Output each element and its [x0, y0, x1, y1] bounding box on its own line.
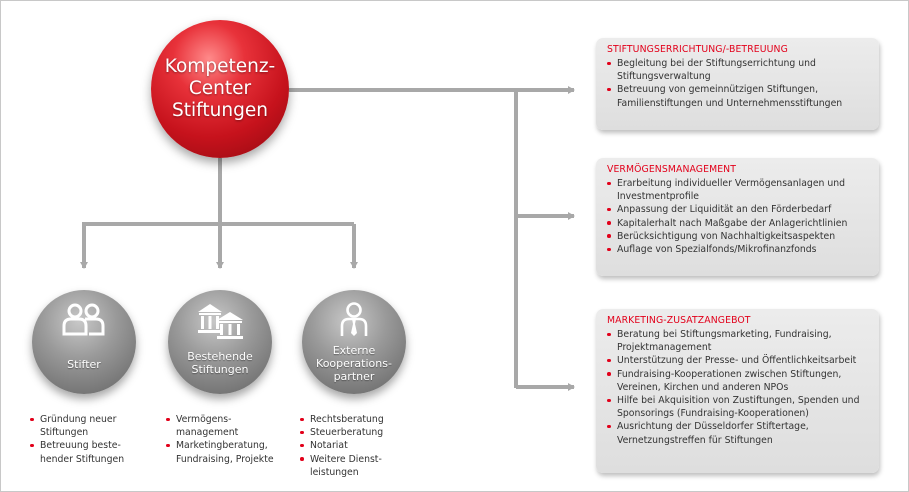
kompetenz-center-hub: Kompetenz- Center Stiftungen	[151, 20, 289, 158]
box-list: Begleitung bei der Stiftungserrichtung u…	[607, 57, 871, 110]
list-item: Anpassung der Liquidität an den Förderbe…	[607, 203, 871, 216]
box-title: MARKETING-ZUSATZANGEBOT	[607, 315, 751, 326]
box-title: STIFTUNGSERRICHTUNG/-BETREUUNG	[607, 44, 788, 55]
bestehende-stiftungen-list: Vermögens- management Marketingberatung,…	[166, 413, 278, 466]
buildings-icon	[168, 300, 272, 344]
list-item: Betreuung von gemeinnützigen Stiftungen,…	[607, 83, 871, 109]
list-item: Hilfe bei Akquisition von Zustiftungen, …	[607, 394, 871, 420]
hub-title: Kompetenz- Center Stiftungen	[165, 56, 275, 122]
stiftungserrichtung-box: STIFTUNGSERRICHTUNG/-BETREUUNG Begleitun…	[596, 38, 879, 130]
box-list: Beratung bei Stiftungsmarketing, Fundrai…	[607, 328, 871, 447]
list-item: Erarbeitung individueller Vermögensanlag…	[607, 177, 871, 203]
stifter-node: Stifter	[32, 290, 136, 394]
node-label: Kooperations-	[316, 357, 392, 370]
node-label: Stiftungen	[191, 363, 249, 376]
list-item: Auflage von Spezialfonds/Mikrofinanzfond…	[607, 243, 871, 256]
hub-title-line: Kompetenz-	[164, 56, 276, 77]
hub-title-line: Center	[188, 78, 252, 99]
list-item: Notariat	[300, 439, 400, 452]
node-label: partner	[333, 370, 375, 383]
node-label: Externe	[332, 344, 376, 357]
list-item: Beratung bei Stiftungsmarketing, Fundrai…	[607, 328, 871, 354]
list-item: Kapitalerhalt nach Maßgabe der Anlageric…	[607, 217, 871, 230]
marketing-zusatzangebot-box: MARKETING-ZUSATZANGEBOT Beratung bei Sti…	[596, 309, 879, 473]
vermoegensmanagement-box: VERMÖGENSMANAGEMENT Erarbeitung individu…	[596, 158, 879, 276]
list-item: Steuerberatung	[300, 426, 400, 439]
list-item: Rechtsberatung	[300, 413, 400, 426]
stifter-list: Gründung neuer Stiftungen Betreuung best…	[30, 413, 142, 466]
list-item: Fundraising-Kooperationen zwischen Stift…	[607, 368, 871, 394]
list-item: Betreuung beste- hender Stiftungen	[30, 439, 142, 465]
bestehende-stiftungen-node: Bestehende Stiftungen	[168, 290, 272, 394]
list-item: Marketingberatung, Fundraising, Projekte	[166, 439, 278, 465]
box-list: Erarbeitung individueller Vermögensanlag…	[607, 177, 871, 256]
box-title: VERMÖGENSMANAGEMENT	[607, 164, 737, 175]
list-item: Berücksichtigung von Nachhaltigkeitsaspe…	[607, 230, 871, 243]
list-item: Vermögens- management	[166, 413, 278, 439]
externe-partner-list: Rechtsberatung Steuerberatung Notariat W…	[300, 413, 400, 479]
externe-kooperationspartner-node: Externe Kooperations- partner	[302, 290, 406, 394]
list-item: Ausrichtung der Düsseldorfer Stiftertage…	[607, 420, 871, 446]
list-item: Gründung neuer Stiftungen	[30, 413, 142, 439]
list-item: Unterstützung der Presse- und Öffentlich…	[607, 354, 871, 367]
businessman-icon	[302, 300, 406, 344]
hub-title-line: Stiftungen	[172, 100, 268, 121]
list-item: Begleitung bei der Stiftungserrichtung u…	[607, 57, 871, 83]
list-item: Weitere Dienst- leistungen	[300, 453, 400, 479]
people-icon	[32, 300, 136, 344]
node-label: Bestehende	[187, 350, 253, 363]
node-label: Stifter	[67, 358, 101, 371]
